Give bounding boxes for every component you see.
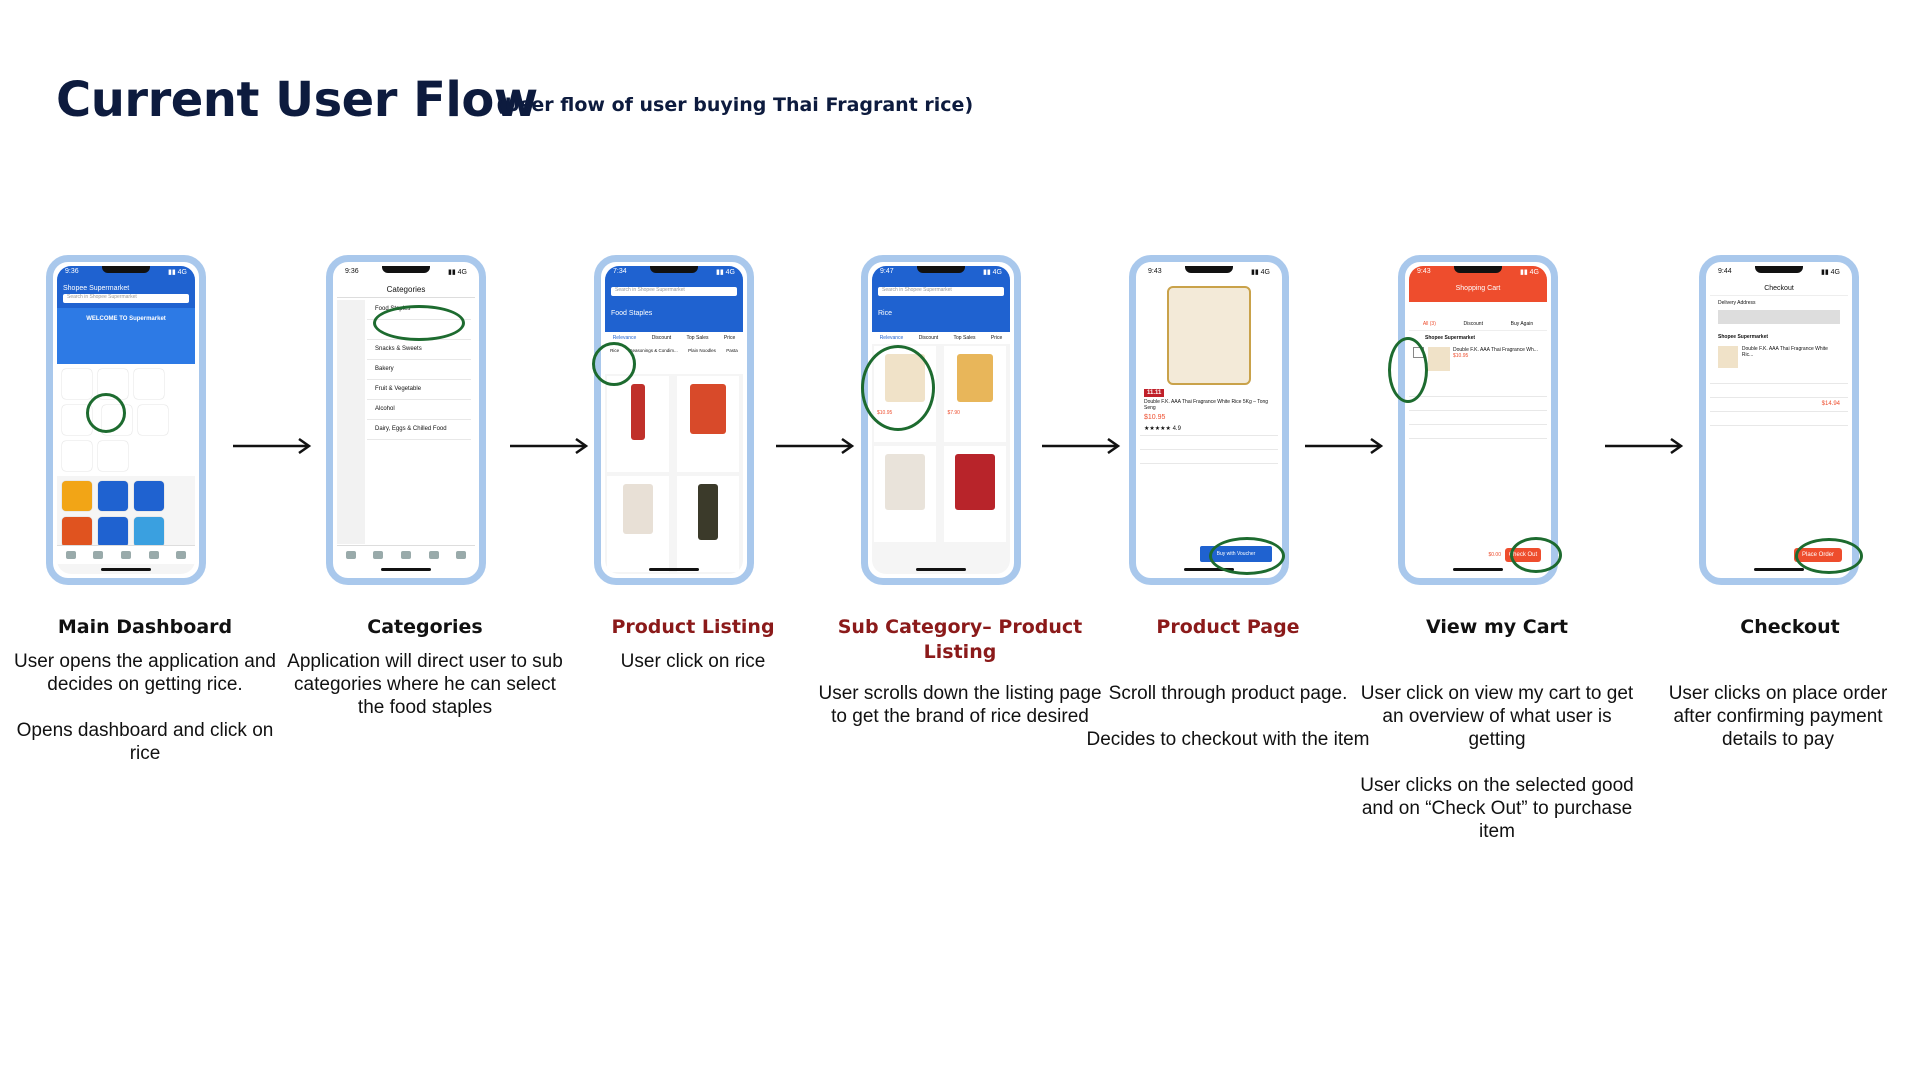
step-description: Application will direct user to sub cate… bbox=[287, 651, 563, 718]
screen-header: Categories bbox=[337, 282, 475, 298]
app-header: Shopee Supermarket Search in Shopee Supe… bbox=[57, 282, 195, 308]
page-title: Current User Flow bbox=[56, 72, 538, 128]
sale-badge: 11.11 bbox=[1144, 389, 1165, 397]
shop-name: Shopee Supermarket bbox=[1425, 335, 1476, 341]
product-name: Double F.K. AAA Thai Fragrance White Ric… bbox=[1144, 399, 1269, 411]
highlight-circle bbox=[861, 345, 935, 431]
highlight-circle bbox=[1209, 537, 1285, 575]
step-label: Sub Category– Product Listing bbox=[837, 616, 1083, 663]
arrow-right-icon bbox=[1042, 438, 1121, 454]
arrow-right-icon bbox=[510, 438, 589, 454]
highlight-circle bbox=[1795, 538, 1863, 574]
phone-mockup: 9:43▮▮ 4G 11.11 Double F.K. AAA Thai Fra… bbox=[1129, 255, 1289, 585]
product-card[interactable] bbox=[607, 476, 669, 572]
search-input[interactable]: Search in Shopee Supermarket bbox=[63, 294, 189, 303]
highlight-circle bbox=[592, 342, 636, 386]
step-label: Categories bbox=[367, 616, 483, 638]
screen-header: Rice bbox=[878, 310, 893, 317]
step-label: Checkout bbox=[1740, 616, 1840, 638]
bottom-nav[interactable] bbox=[337, 545, 475, 564]
bottom-nav[interactable] bbox=[57, 545, 195, 564]
page-subtitle: (User flow of user buying Thai Fragrant … bbox=[496, 94, 974, 116]
arrow-right-icon bbox=[1305, 438, 1384, 454]
highlight-circle bbox=[373, 305, 465, 341]
product-image[interactable] bbox=[1167, 286, 1251, 385]
step-label: Product Listing bbox=[611, 616, 775, 638]
arrow-right-icon bbox=[233, 438, 312, 454]
phone-mockup: 9:36▮▮ 4G Shopee Supermarket Search in S… bbox=[46, 255, 206, 585]
delivery-address[interactable]: Delivery Address bbox=[1718, 300, 1756, 306]
product-card[interactable]: $7.90 bbox=[944, 346, 1007, 442]
phone-mockup: 9:47▮▮ 4G Search in Shopee Supermarket R… bbox=[861, 255, 1021, 585]
category-item[interactable]: Dairy, Eggs & Chilled Food bbox=[367, 420, 471, 440]
search-input[interactable]: Search in Shopee Supermarket bbox=[878, 287, 1004, 296]
product-card[interactable] bbox=[677, 476, 740, 572]
step-description: User click on rice bbox=[620, 651, 766, 672]
arrow-right-icon bbox=[776, 438, 855, 454]
category-item[interactable]: Alcohol bbox=[367, 400, 471, 420]
step-description: Scroll through product page.Decides to c… bbox=[1086, 683, 1370, 750]
product-card[interactable] bbox=[944, 446, 1007, 542]
step-label: Main Dashboard bbox=[57, 616, 233, 638]
step-label: Product Page bbox=[1156, 616, 1300, 638]
phone-mockup: 9:36▮▮ 4G Categories Food Staples Snacks… bbox=[326, 255, 486, 585]
screen-header: Shopping Cart bbox=[1409, 282, 1547, 302]
category-item[interactable]: Bakery bbox=[367, 360, 471, 380]
step-description: User click on view my cart to get an ove… bbox=[1360, 683, 1634, 842]
step-description: User opens the application and decides o… bbox=[14, 651, 276, 764]
phone-mockup: 9:44▮▮ 4G Checkout Delivery Address Shop… bbox=[1699, 255, 1859, 585]
search-input[interactable]: Search in Shopee Supermarket bbox=[611, 287, 737, 296]
screen-header: Checkout bbox=[1710, 282, 1848, 296]
phone-mockup: 7:34▮▮ 4G Search in Shopee Supermarket F… bbox=[594, 255, 754, 585]
product-card[interactable] bbox=[607, 376, 669, 472]
step-description: User scrolls down the listing page to ge… bbox=[818, 683, 1102, 727]
highlight-circle bbox=[86, 393, 126, 433]
step-description: User clicks on place order after confirm… bbox=[1668, 683, 1888, 750]
highlight-circle bbox=[1510, 537, 1562, 573]
arrow-right-icon bbox=[1605, 438, 1684, 454]
screen-header: Food Staples bbox=[611, 310, 653, 317]
product-card[interactable] bbox=[874, 446, 936, 542]
product-price: $10.95 bbox=[1144, 414, 1166, 421]
category-item[interactable]: Snacks & Sweets bbox=[367, 340, 471, 360]
promo-banner[interactable]: WELCOME TO Supermarket bbox=[57, 308, 195, 364]
shop-name: Shopee Supermarket bbox=[1718, 334, 1769, 340]
category-item[interactable]: Fruit & Vegetable bbox=[367, 380, 471, 400]
step-label: View my Cart bbox=[1426, 616, 1568, 638]
product-card[interactable] bbox=[677, 376, 740, 472]
highlight-circle bbox=[1388, 337, 1428, 403]
